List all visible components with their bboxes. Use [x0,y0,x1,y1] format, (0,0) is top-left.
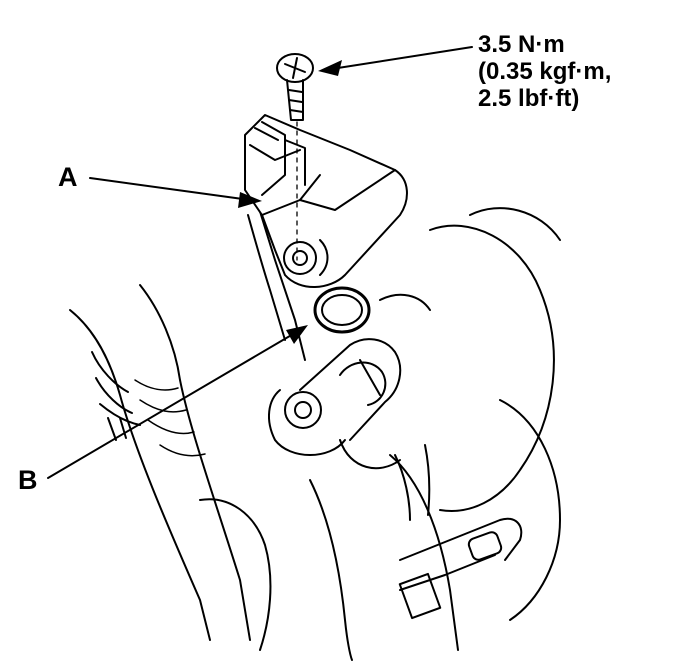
torque-leader [324,46,473,71]
sensor-body [244,114,408,288]
mounting-bracket [247,204,402,470]
callout-a-leader [89,177,251,201]
torque-spec-label: 3.5 N·m (0.35 kgf·m, 2.5 lbf·ft) [478,31,611,112]
o-ring [313,286,371,334]
callout-a-label: A [58,162,78,192]
callout-b-label: B [18,465,38,495]
torque-spec-line2: (0.35 kgf·m, [478,58,612,85]
engine-contours [199,207,561,661]
torque-spec-line3: 2.5 lbf·ft) [478,85,580,112]
callout-b-leader [47,329,301,479]
hose-clamp [394,444,523,620]
mounting-bolt [276,53,314,261]
torque-spec-line1: 3.5 N·m [478,31,565,58]
leader-lines [47,46,473,479]
hose-left [69,284,251,641]
